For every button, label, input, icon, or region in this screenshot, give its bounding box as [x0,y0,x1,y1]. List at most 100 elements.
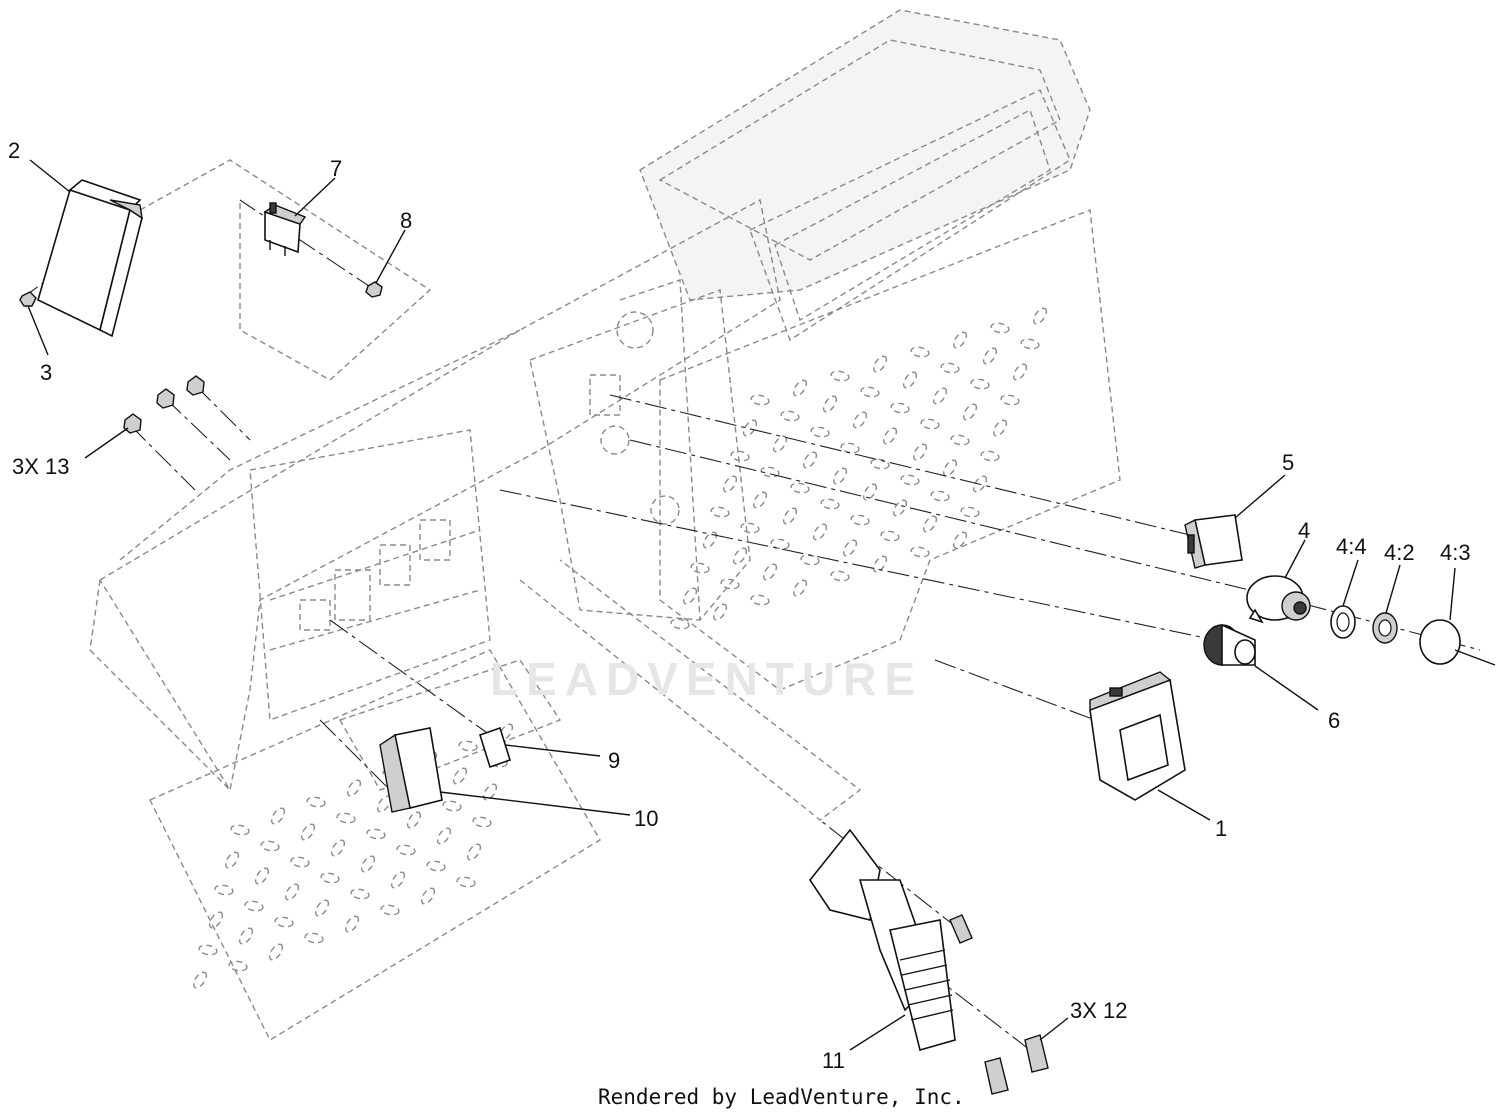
dash-assembly-outline [89,9,1121,1041]
part-4-key-switch [1246,575,1311,624]
tread-dimple [830,570,850,582]
callout-4-4: 4:4 [1336,534,1367,559]
tread-dimple [224,851,240,869]
part-2-control-box [37,179,143,338]
tread-dimple [910,546,930,558]
tread-dimple [810,426,830,438]
tread-dimple [1032,307,1048,325]
tread-dimple [772,435,788,453]
tread-dimple [890,402,910,414]
part-9-blank-plug [479,726,511,769]
callout-1: 1 [1215,816,1227,841]
tread-dimple [1020,338,1040,350]
tread-dimple [800,554,820,566]
tread-dimple [730,450,750,462]
tread-dimple [290,856,310,868]
tread-dimple [442,800,462,812]
tread-dimple [880,530,900,542]
tread-dimple [980,450,1000,462]
part-3-nut [19,291,37,307]
render-credit: Rendered by LeadVenture, Inc. [598,1085,965,1109]
tread-dimple [750,594,770,606]
tread-dimple [792,379,808,397]
callout-11: 11 [822,1048,845,1073]
tread-dimple [930,490,950,502]
tread-dimple [822,395,838,413]
part-12-bolts [949,914,1049,1095]
tread-dimple [198,944,218,956]
tread-dimple [482,783,498,801]
tread-dimple [466,843,482,861]
tread-dimple [812,523,828,541]
tread-dimple [702,531,718,549]
tread-dimple [436,827,452,845]
callout-8: 8 [400,208,412,233]
tread-dimple [270,807,286,825]
tread-dimple [840,442,860,454]
tread-dimple [452,767,468,785]
tread-dimple [872,555,888,573]
callout-2: 2 [8,138,20,163]
tread-dimple [742,419,758,437]
tread-dimple [1000,394,1020,406]
tread-dimple [192,971,208,989]
tread-dimple [260,840,280,852]
callout-leaders [27,159,1456,1051]
tread-dimple [244,900,264,912]
tread-dimple [962,403,978,421]
part-1-display [1089,671,1186,801]
tread-dimple [306,796,326,808]
tread-dimple [782,507,798,525]
tread-dimple [870,458,890,470]
tread-dimple [762,563,778,581]
tread-dimple [792,579,808,597]
tread-dimple [426,860,446,872]
part-6-usb-socket [1203,623,1256,666]
tread-dimple [228,960,248,972]
tread-dimple [882,427,898,445]
tread-dimple [330,839,346,857]
tread-dimple [268,943,284,961]
tread-dimple [900,474,920,486]
callout-3: 3 [40,360,52,385]
tread-dimple [902,371,918,389]
tread-dimple [238,927,254,945]
tread-dimple [892,499,908,517]
tread-dimple [952,531,968,549]
tread-dimple [336,812,356,824]
tread-dimple [350,888,370,900]
tread-dimple [760,466,780,478]
part-13-nuts [123,375,205,434]
callout-4-3: 4:3 [1440,540,1471,565]
tread-dimple [860,386,880,398]
callout-3x12: 3X 12 [1070,998,1128,1023]
tread-dimple [952,331,968,349]
tread-dimple [720,578,740,590]
tread-dimple [366,828,386,840]
callout-labels: 2 3 3X 13 7 8 5 4 4:4 4:2 4:3 6 1 9 10 1… [8,138,1471,1073]
tread-dimple [770,538,790,550]
part-7-relay [263,202,307,256]
tread-dimple [942,459,958,477]
tread-dimple [710,506,730,518]
tread-dimple [752,491,768,509]
callout-6: 6 [1328,708,1340,733]
tread-dimple [780,410,800,422]
tread-dimple [852,411,868,429]
tread-dimple [960,506,980,518]
tread-dimple [380,904,400,916]
tread-dimple [682,587,698,605]
tread-dimple [920,418,940,430]
tread-dimple [850,514,870,526]
tread-dimple [922,515,938,533]
tread-dimple [832,467,848,485]
tread-dimple [872,355,888,373]
tread-dimple [820,498,840,510]
part-10-rocker-switch [379,727,443,813]
tread-dimple [842,539,858,557]
tread-dimple [420,887,436,905]
tread-dimple [274,916,294,928]
tread-dimple [406,811,422,829]
